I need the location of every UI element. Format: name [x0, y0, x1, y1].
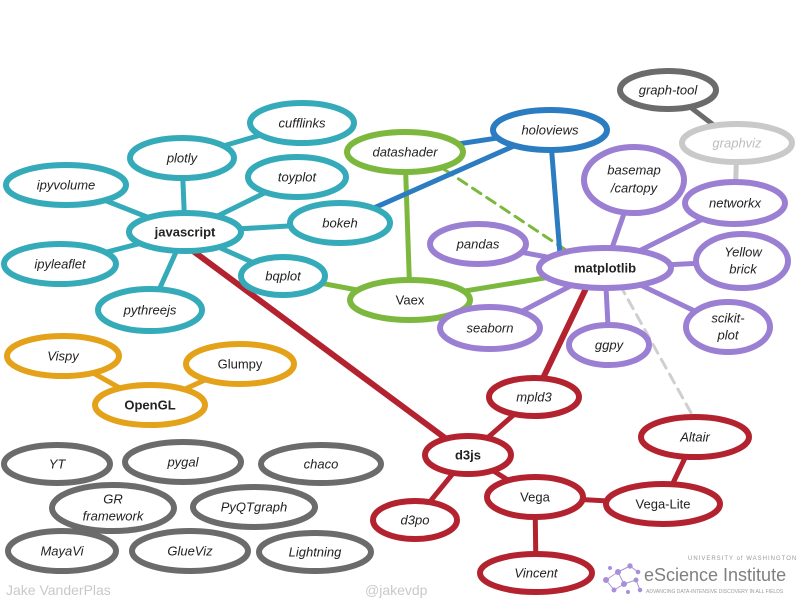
network-logo-icon: [603, 563, 643, 594]
node-label: graphviz: [712, 135, 762, 150]
node-label: Glumpy: [218, 356, 263, 371]
edge-javascript-d3js: [182, 242, 471, 458]
node-d3po: d3po: [370, 498, 460, 542]
node-label: holoviews: [521, 122, 579, 137]
node-glumpy: Glumpy: [183, 341, 297, 387]
node-label: mpld3: [516, 389, 552, 404]
node-label: cufflinks: [279, 115, 326, 130]
author-handle: @jakevdp: [365, 582, 428, 598]
node-label: Lightning: [289, 544, 343, 559]
node-label: seaborn: [467, 320, 514, 335]
node-bqplot: bqplot: [238, 254, 328, 298]
node-label: Vega-Lite: [636, 496, 691, 511]
node-label: bqplot: [265, 268, 302, 283]
node-label: YT: [49, 456, 67, 471]
node-label: d3po: [401, 512, 430, 527]
node-vega: Vega: [484, 474, 586, 520]
node-label: javascript: [154, 224, 216, 239]
node-label-line2: brick: [729, 261, 758, 276]
node-label: Vispy: [47, 348, 80, 363]
node-lightning: Lightning: [256, 530, 374, 574]
institute-tagline: ADVANCING DATA-INTENSIVE DISCOVERY IN AL…: [646, 589, 784, 595]
node-label: Vega: [520, 489, 550, 504]
node-graphviz: graphviz: [679, 121, 795, 165]
node-label: Altair: [679, 429, 710, 444]
node-graph-tool: graph-tool: [617, 68, 719, 112]
node-label: plotly: [166, 150, 199, 165]
node-label-line2: framework: [83, 508, 145, 523]
institute-name: eScience Institute: [644, 565, 787, 585]
node-ggpy: ggpy: [566, 322, 652, 368]
node-yt: YT: [1, 442, 113, 486]
node-mpld3: mpld3: [486, 375, 582, 419]
node-label-line1: Yellow: [724, 244, 763, 259]
node-pythreejs: pythreejs: [95, 286, 205, 334]
node-chaco: chaco: [258, 442, 384, 486]
node-cufflinks: cufflinks: [247, 100, 357, 146]
node-label: graph-tool: [639, 82, 699, 97]
node-seaborn: seaborn: [437, 304, 543, 352]
node-label-line2: plot: [717, 327, 740, 342]
node-opengl: OpenGL: [92, 382, 208, 428]
node-label: datashader: [372, 144, 438, 159]
node-label: matplotlib: [574, 260, 636, 275]
node-label: chaco: [304, 456, 339, 471]
node-pygal: pygal: [122, 439, 244, 485]
node-label: toyplot: [278, 169, 318, 184]
node-label-line1: scikit-: [711, 310, 745, 325]
node-label: ggpy: [595, 337, 625, 352]
node-label: ipyleaflet: [34, 256, 87, 271]
node-label: PyQTgraph: [221, 499, 287, 514]
node-label-line1: GR: [103, 491, 123, 506]
node-label: d3js: [455, 447, 481, 462]
edge-datashader-matplotlib: [428, 158, 577, 258]
node-gr-framework: GR framework: [49, 482, 177, 534]
node-altair: Altair: [638, 414, 752, 460]
node-label: Vaex: [396, 292, 425, 307]
node-label: pygal: [166, 454, 199, 469]
node-vega-lite: Vega-Lite: [603, 481, 723, 527]
node-matplotlib: matplotlib: [536, 245, 674, 291]
node-label: ipyvolume: [37, 177, 96, 192]
escience-institute-logo: UNIVERSITY of WASHINGTON eScience Instit…: [600, 556, 800, 598]
node-ipyleaflet: ipyleaflet: [1, 241, 119, 287]
node-yellowbrick: Yellow brick: [693, 231, 791, 291]
node-toyplot: toyplot: [245, 154, 349, 200]
node-ipyvolume: ipyvolume: [3, 162, 129, 208]
edge-matplotlib-altair: [618, 283, 697, 422]
node-basemap: basemap /cartopy: [581, 144, 687, 216]
edge-datashader-vaex: [402, 149, 413, 303]
node-glueviz: GlueViz: [129, 528, 251, 574]
node-label: Vincent: [514, 565, 559, 580]
node-javascript: javascript: [126, 210, 244, 254]
node-vincent: Vincent: [477, 551, 595, 595]
node-label-line2: /cartopy: [610, 180, 659, 195]
university-label: UNIVERSITY of WASHINGTON: [688, 556, 798, 562]
node-label: bokeh: [322, 215, 357, 230]
node-plotly: plotly: [127, 135, 237, 181]
node-vispy: Vispy: [4, 333, 122, 379]
node-label: MayaVi: [40, 543, 84, 558]
node-pyqtgraph: PyQTgraph: [190, 484, 318, 530]
author-credit: Jake VanderPlas: [6, 582, 111, 598]
node-pandas: pandas: [427, 221, 529, 267]
node-datashader: datashader: [344, 129, 466, 175]
nodes: javascript plotly cufflinks ipyvolume to…: [1, 68, 795, 595]
node-networkx: networkx: [682, 179, 788, 227]
node-label: OpenGL: [124, 397, 175, 412]
node-d3js: d3js: [422, 433, 514, 477]
node-bokeh: bokeh: [287, 200, 393, 246]
node-label: pythreejs: [123, 302, 177, 317]
node-scikit-plot: scikit- plot: [683, 299, 773, 355]
node-label: networkx: [709, 195, 762, 210]
node-holoviews: holoviews: [490, 107, 610, 153]
node-label: pandas: [456, 236, 500, 251]
node-label-line1: basemap: [607, 162, 660, 177]
node-vaex: Vaex: [347, 277, 473, 323]
node-label: GlueViz: [167, 543, 213, 558]
node-mayavi: MayaVi: [5, 528, 119, 574]
